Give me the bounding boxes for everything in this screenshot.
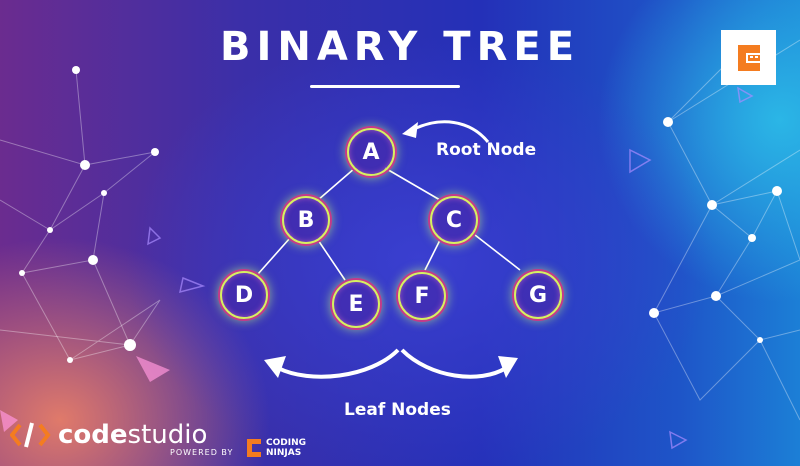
page-title: BINARY TREE (219, 24, 581, 70)
root-node-label: Root Node (436, 140, 537, 160)
coding-ninjas-small-logo-icon (247, 439, 261, 457)
root-arrow-head-icon (402, 122, 418, 138)
tree-node-c: C (430, 196, 478, 244)
partner-name-line1: CODING (266, 438, 306, 448)
coding-ninjas-logo-icon (721, 30, 776, 85)
brand-name-light: studio (127, 420, 208, 450)
codestudio-logo: codestudio (10, 418, 207, 452)
title-underline (310, 85, 460, 88)
edge-b-e (317, 239, 346, 281)
edge-c-f (424, 239, 441, 271)
tree-node-f: F (398, 272, 446, 320)
tree-edges (257, 167, 521, 281)
leaf-arrow-left-icon (277, 348, 400, 379)
partner-logo: CODING NINJAS (245, 437, 306, 459)
codestudio-logo-icon (10, 422, 51, 448)
edge-c-g (474, 234, 521, 271)
edge-a-c (384, 167, 441, 201)
tree-node-a: A (347, 128, 395, 176)
powered-by-text: POWERED BY (170, 448, 234, 457)
tree-node-e: E (332, 280, 380, 328)
root-arrow-icon (411, 120, 490, 143)
edge-a-b (317, 167, 356, 201)
tree-node-b: B (282, 196, 330, 244)
tree-node-g: G (514, 271, 562, 319)
leaf-nodes-label: Leaf Nodes (344, 400, 451, 420)
edge-b-d (257, 237, 291, 275)
tree-node-d: D (220, 271, 268, 319)
leaf-arrow-right-icon (400, 348, 508, 379)
partner-name-line2: NINJAS (266, 448, 302, 458)
brand-name-bold: code (58, 420, 128, 450)
